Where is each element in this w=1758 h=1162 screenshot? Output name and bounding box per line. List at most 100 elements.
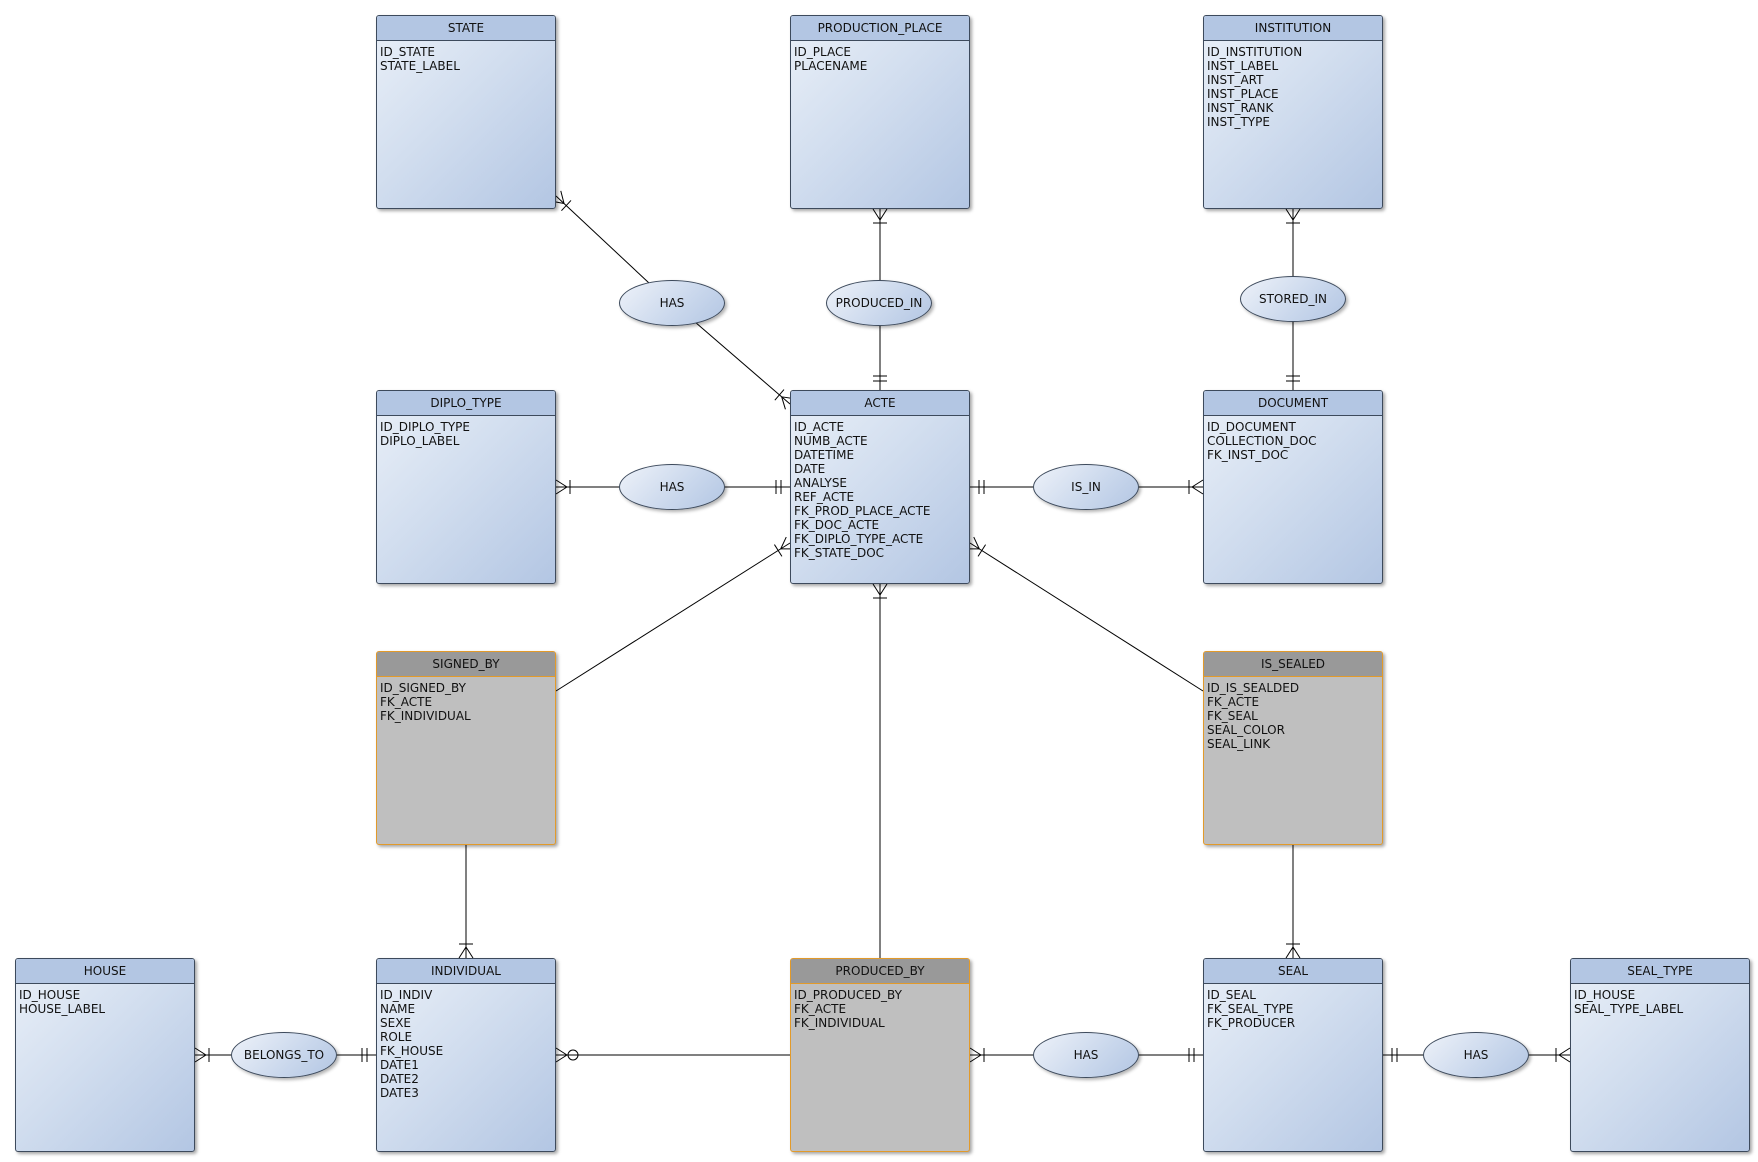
edge-acte-is-sealed-start-bar	[977, 544, 986, 557]
attribute-date1: DATE1	[380, 1058, 419, 1072]
entity-signed-by-title: SIGNED_BY	[377, 652, 555, 677]
edge-acte-is-sealed-start-toe-b	[973, 536, 980, 550]
attribute-seal-color: SEAL_COLOR	[1207, 723, 1285, 737]
relationship-is-in[interactable]: IS_IN	[1033, 464, 1139, 510]
attribute-inst-place: INST_PLACE	[1207, 87, 1279, 101]
edge-place-produced-in-start-toe-b	[879, 208, 888, 221]
edge-is-sealed-seal-end-toe-a	[1292, 946, 1301, 959]
edge-signed-by-individual-end-toe-b	[458, 946, 467, 959]
attribute-date: DATE	[794, 462, 826, 476]
attribute-id-institution: ID_INSTITUTION	[1207, 45, 1303, 59]
entity-individual-title: INDIVIDUAL	[377, 959, 555, 984]
relationship-stored-in[interactable]: STORED_IN	[1240, 276, 1346, 322]
relationship-has-state[interactable]: HAS	[619, 280, 725, 326]
entity-institution-title: INSTITUTION	[1204, 16, 1382, 41]
attribute-house-label: HOUSE_LABEL	[19, 1002, 106, 1016]
attribute-name: NAME	[380, 1002, 416, 1016]
edge-acte-produced-by-start-toe-b	[879, 583, 888, 596]
edge-signed-by-individual-end-toe-a	[465, 946, 474, 959]
attribute-date2: DATE2	[380, 1072, 419, 1086]
edge-is-sealed-seal-end-toe-b	[1285, 946, 1294, 959]
attribute-id-document: ID_DOCUMENT	[1207, 420, 1296, 434]
attribute-fk-acte: FK_ACTE	[794, 1002, 847, 1016]
edge-house-belongs-to-start-toe-b	[194, 1047, 207, 1056]
edge-individual-produced-by-start-circle	[567, 1049, 579, 1061]
relationship-belongs-to[interactable]: BELONGS_TO	[231, 1032, 337, 1078]
relationship-produced-in[interactable]: PRODUCED_IN	[826, 280, 932, 326]
attribute-inst-label: INST_LABEL	[1207, 59, 1279, 73]
edge-individual-produced-by-start-toe-a	[555, 1054, 568, 1063]
edge-individual-produced-by-start-toe-b	[555, 1047, 568, 1056]
entity-produced-by-title: PRODUCED_BY	[791, 959, 969, 984]
edge-has-acte	[694, 321, 791, 405]
attribute-datetime: DATETIME	[794, 448, 855, 462]
edge-has-acte-end-bar	[774, 389, 785, 401]
attribute-fk-diplo-type-acte: FK_DIPLO_TYPE_ACTE	[794, 532, 924, 546]
entity-is-sealed-title: IS_SEALED	[1204, 652, 1382, 677]
edge-acte-signed-by	[555, 542, 791, 692]
entity-document-title: DOCUMENT	[1204, 391, 1382, 416]
attribute-id-place: ID_PLACE	[794, 45, 851, 59]
entity-acte-title: ACTE	[791, 391, 969, 416]
entity-diplo-type-title: DIPLO_TYPE	[377, 391, 555, 416]
edge-acte-signed-by-start-toe-a	[780, 536, 787, 550]
attribute-seal-type-label: SEAL_TYPE_LABEL	[1574, 1002, 1684, 1016]
edge-state-has-start-toe-b	[560, 190, 565, 204]
attribute-fk-seal-type: FK_SEAL_TYPE	[1207, 1002, 1294, 1016]
attribute-fk-doc-acte: FK_DOC_ACTE	[794, 518, 880, 532]
attribute-role: ROLE	[380, 1030, 413, 1044]
edge-is-in-document-end-toe-a	[1191, 479, 1204, 488]
attribute-state-label: STATE_LABEL	[380, 59, 460, 73]
relationship-has-seal-type[interactable]: HAS	[1423, 1032, 1529, 1078]
attribute-fk-house: FK_HOUSE	[380, 1044, 444, 1058]
attribute-ref-acte: REF_ACTE	[794, 490, 855, 504]
entity-seal-type-title: SEAL_TYPE	[1571, 959, 1749, 984]
edge-institution-stored-in-start-toe-a	[1285, 208, 1294, 221]
attribute-fk-inst-doc: FK_INST_DOC	[1207, 448, 1289, 462]
edge-house-belongs-to-start-toe-a	[194, 1054, 207, 1063]
entity-seal-title: SEAL	[1204, 959, 1382, 984]
edge-produced-by-has-start-toe-b	[969, 1047, 982, 1056]
attribute-id-is-sealded: ID_IS_SEALDED	[1207, 681, 1300, 695]
attribute-fk-state-doc: FK_STATE_DOC	[794, 546, 885, 560]
entity-state-title: STATE	[377, 16, 555, 41]
attribute-id-house: ID_HOUSE	[19, 988, 81, 1002]
edge-is-in-document-end-toe-b	[1191, 486, 1204, 495]
edge-has-seal-type-end-toe-b	[1558, 1054, 1571, 1063]
attribute-placename: PLACENAME	[794, 59, 868, 73]
attribute-id-signed-by: ID_SIGNED_BY	[380, 681, 466, 695]
relationship-has-seal[interactable]: HAS	[1033, 1032, 1139, 1078]
attribute-collection-doc: COLLECTION_DOC	[1207, 434, 1317, 448]
attribute-inst-rank: INST_RANK	[1207, 101, 1274, 115]
attribute-id-acte: ID_ACTE	[794, 420, 845, 434]
attribute-numb-acte: NUMB_ACTE	[794, 434, 868, 448]
relationship-has-diplo-type[interactable]: HAS	[619, 464, 725, 510]
attribute-fk-acte: FK_ACTE	[380, 695, 433, 709]
attribute-diplo-label: DIPLO_LABEL	[380, 434, 460, 448]
entity-house-title: HOUSE	[16, 959, 194, 984]
edge-diplo-has-start-toe-a	[555, 486, 568, 495]
